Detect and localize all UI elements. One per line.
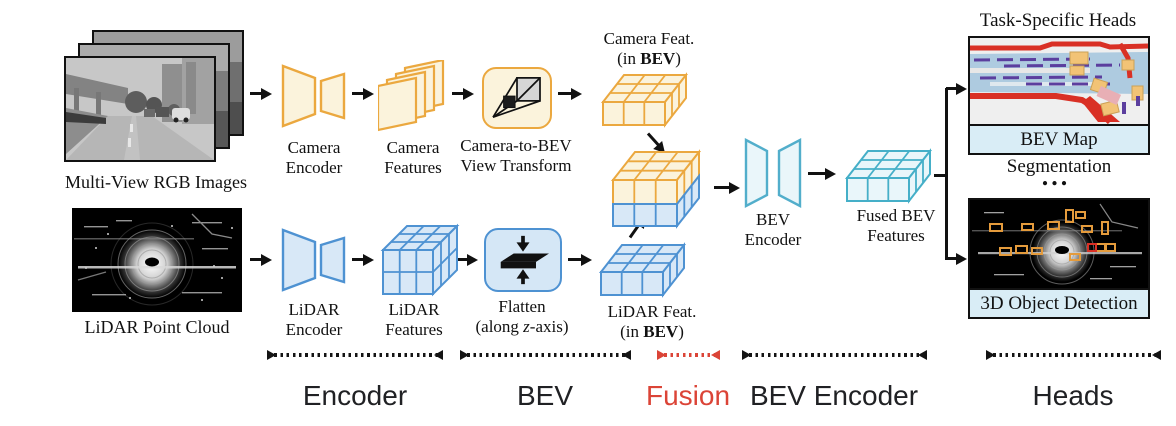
- arrow-transform-to-camera-bev: [558, 92, 572, 95]
- camera-features-icon: [376, 58, 450, 141]
- arrow-to-detection-head: [946, 257, 957, 260]
- arrow-bev-encoder-to-fused-features: [808, 172, 826, 175]
- segmentation-head-card: BEV Map Segmentation: [968, 36, 1150, 177]
- lidar-encoder-icon: [281, 228, 347, 297]
- arrow-flatten-to-lidar-bev: [568, 258, 582, 261]
- lidar-point-cloud-image: [72, 208, 242, 312]
- lidar-bev-grid-icon: [598, 240, 694, 303]
- stage-label-encoder: Encoder: [302, 380, 408, 411]
- lidar-point-cloud-label: LiDAR Point Cloud: [84, 317, 230, 337]
- arrow-pointcloud-to-lidar-encoder: [250, 258, 262, 261]
- arrow-images-to-camera-encoder: [250, 92, 262, 95]
- 3d-object-detection-image: [970, 200, 1148, 288]
- multi-view-images-label: Multi-View RGB Images: [65, 172, 247, 192]
- bev-map-segmentation-image: [970, 38, 1148, 124]
- connector-vertical: [945, 88, 948, 260]
- stage-span-bev-encoder: [743, 353, 926, 357]
- arrow-lidar-encoder-to-features: [352, 258, 364, 261]
- arrow-fused-to-bev-encoder: [714, 186, 730, 189]
- stage-span-heads: [987, 353, 1160, 357]
- heads-ellipsis: ...: [1041, 162, 1071, 191]
- stage-label-fusion: Fusion: [645, 380, 731, 411]
- detection-caption: 3D Object Detection: [970, 288, 1148, 317]
- stage-label-bev-encoder: BEV Encoder: [749, 380, 919, 411]
- camera-bev-grid-icon: [600, 70, 696, 133]
- bev-encoder-icon: [744, 138, 802, 213]
- frustum-icon: [492, 77, 541, 118]
- arrow-to-segmentation-head: [946, 87, 957, 90]
- stage-span-encoder: [268, 353, 442, 357]
- camera-encoder-icon: [281, 64, 347, 133]
- stage-span-fusion: [658, 353, 719, 357]
- detection-head-card: 3D Object Detection: [968, 198, 1150, 319]
- view-transform-box: [482, 67, 552, 129]
- flatten-box: [484, 228, 562, 292]
- lidar-features-icon: [380, 222, 460, 303]
- arrow-features-to-flatten: [456, 258, 468, 261]
- connector-stub: [934, 174, 948, 177]
- arrow-camera-encoder-to-features: [352, 92, 364, 95]
- heads-title: Task-Specific Heads: [979, 10, 1137, 31]
- fused-grid-icon: [610, 146, 710, 245]
- lidar-feat-bev-label: LiDAR Feat. (in BEV): [607, 302, 697, 342]
- arrow-camera-bev-to-fused: [646, 132, 660, 147]
- stage-span-bev: [461, 353, 630, 357]
- stage-label-heads: Heads: [1032, 380, 1114, 411]
- camera-feat-bev-label: Camera Feat. (in BEV): [603, 29, 695, 69]
- arrow-features-to-transform: [452, 92, 464, 95]
- segmentation-caption: BEV Map Segmentation: [970, 124, 1148, 177]
- fused-bev-grid-icon: [844, 146, 940, 209]
- flatten-label: Flatten (along z-axis): [475, 297, 569, 337]
- flatten-icon: [500, 235, 549, 285]
- street-scene: [66, 58, 214, 160]
- rgb-image-front: [64, 56, 216, 162]
- stage-label-bev: BEV: [516, 380, 574, 411]
- multi-view-images: [64, 30, 246, 166]
